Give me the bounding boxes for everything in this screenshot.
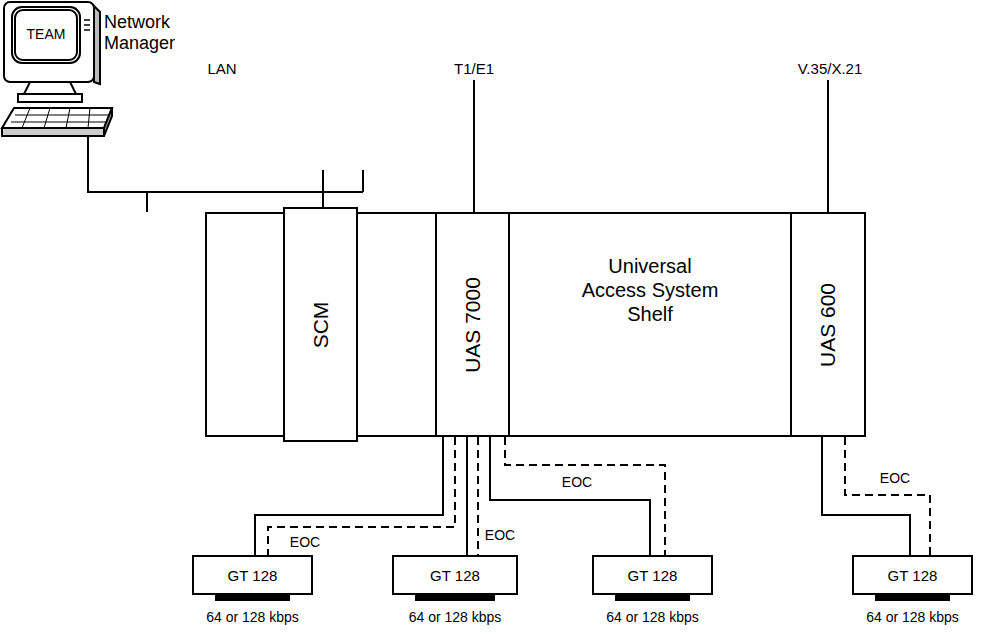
data-line xyxy=(255,437,443,555)
unit-foot xyxy=(215,595,290,601)
card-box: UAS 600 xyxy=(790,212,866,437)
screen-bezel xyxy=(12,7,80,63)
rate-label: 64 or 128 kbps xyxy=(606,609,699,625)
computer-node: TEAMNetwork Manager xyxy=(0,0,112,136)
signal-label: V.35/X.21 xyxy=(798,60,863,77)
card-name: UAS 600 xyxy=(816,282,840,366)
data-line xyxy=(466,437,468,555)
connector-label: EOC xyxy=(483,527,517,543)
computer-illustration xyxy=(2,2,112,136)
unit-name: GT 128 xyxy=(194,567,311,584)
unit-name: GT 128 xyxy=(594,567,711,584)
monitor-stand xyxy=(24,82,76,94)
keyboard-front xyxy=(2,128,104,136)
monitor-body xyxy=(4,2,94,82)
screen-text: TEAM xyxy=(27,26,66,42)
monitor-vents xyxy=(84,20,90,30)
unit-foot xyxy=(875,595,950,601)
rate-label: 64 or 128 kbps xyxy=(866,609,959,625)
unit-box: GT 12864 or 128 kbps xyxy=(852,555,973,595)
v35-line xyxy=(827,80,829,212)
rate-label: 64 or 128 kbps xyxy=(409,609,502,625)
unit-box: GT 12864 or 128 kbps xyxy=(592,555,713,595)
connector-label: LAN xyxy=(205,60,238,77)
link-connector xyxy=(88,136,323,207)
screen xyxy=(15,10,77,60)
unit-foot xyxy=(615,595,690,601)
unit-box: GT 12864 or 128 kbps xyxy=(392,555,518,595)
connector-label: EOC xyxy=(878,470,912,486)
unit-name: GT 128 xyxy=(854,567,971,584)
caption: Network Manager xyxy=(104,12,196,53)
unit-feet xyxy=(215,595,950,601)
signal-label: T1/E1 xyxy=(454,60,494,77)
unit-box: GT 12864 or 128 kbps xyxy=(192,555,313,595)
eoc-line xyxy=(477,437,479,555)
card-name: UAS 7000 xyxy=(461,277,485,373)
rate-label: 64 or 128 kbps xyxy=(206,609,299,625)
monitor-base xyxy=(18,94,82,102)
t1-line xyxy=(473,80,475,212)
unit-foot xyxy=(415,595,495,601)
keyboard-top xyxy=(2,108,112,128)
eoc-line xyxy=(845,437,930,555)
eoc-line xyxy=(505,437,665,555)
data-line xyxy=(88,136,323,207)
link-connector xyxy=(822,437,930,555)
link-connector xyxy=(255,437,455,555)
eoc-line xyxy=(268,437,455,555)
connector-label: EOC xyxy=(560,474,594,490)
card-box: UAS 7000 xyxy=(435,212,510,437)
link-connector xyxy=(467,437,478,555)
unit-name: GT 128 xyxy=(394,567,516,584)
card-name: SCM xyxy=(309,301,333,348)
shelf-box: Universal Access System ShelfSCM UAS 7000… xyxy=(205,212,866,437)
shelf-name: Universal Access System Shelf xyxy=(575,254,725,326)
keyboard-keys xyxy=(11,108,109,128)
connector-label: EOC xyxy=(288,534,322,550)
card-box: SCM xyxy=(283,207,358,442)
